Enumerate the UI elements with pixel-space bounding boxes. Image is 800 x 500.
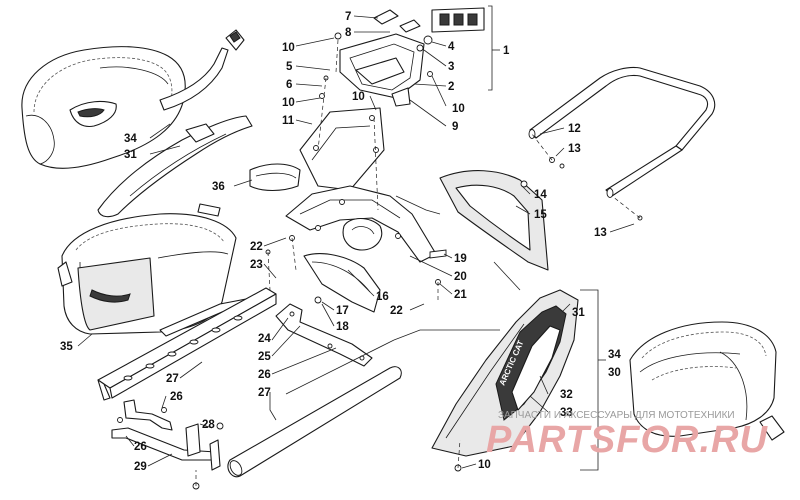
callout-24: 24 <box>258 333 271 345</box>
callout-2: 2 <box>448 81 454 93</box>
callout-13: 13 <box>568 143 581 155</box>
callout-34: 34 <box>124 133 137 145</box>
callout-22: 22 <box>390 305 403 317</box>
callout-23: 23 <box>250 259 263 271</box>
callout-8: 8 <box>345 27 352 39</box>
callout-36: 36 <box>212 181 225 193</box>
callout-28: 28 <box>202 419 215 431</box>
callout-27: 27 <box>258 387 271 399</box>
callout-19: 19 <box>454 253 467 265</box>
callout-18: 18 <box>336 321 349 333</box>
lower-bracket <box>111 399 224 490</box>
callout-26: 26 <box>258 369 271 381</box>
grab-bar <box>528 66 716 221</box>
callout-31: 31 <box>124 149 137 161</box>
mud-flap-piece <box>249 163 301 192</box>
callout-10: 10 <box>282 42 295 54</box>
rear-fender <box>265 185 447 313</box>
callout-7: 7 <box>345 11 351 23</box>
mounting-rail-left <box>97 287 277 401</box>
callout-26: 26 <box>134 441 147 453</box>
callout-34: 34 <box>608 349 621 361</box>
callout-26: 26 <box>170 391 183 403</box>
callout-14: 14 <box>534 189 547 201</box>
assembly-lines <box>195 39 641 486</box>
mounting-rail-right <box>227 366 402 478</box>
callout-10: 10 <box>352 91 365 103</box>
callout-13: 13 <box>594 227 607 239</box>
callout-29: 29 <box>134 461 147 473</box>
left-upper-side-panel <box>97 115 253 218</box>
watermark-caption: ЗАПЧАСТИ И АКСЕССУАРЫ ДЛЯ МОТОТЕХНИКИ <box>498 410 735 421</box>
right-lower-side-panel: ARCTIC CAT <box>431 289 579 472</box>
callout-4: 4 <box>448 41 455 53</box>
watermark-logo: PARTSFOR.RU <box>486 419 768 461</box>
callout-30: 30 <box>608 367 621 379</box>
callout-33: 33 <box>560 407 573 419</box>
watermark: ЗАПЧАСТИ И АКСЕССУАРЫ ДЛЯ МОТОТЕХНИКИ PA… <box>486 410 768 461</box>
taillight-housing <box>319 7 485 107</box>
callout-32: 32 <box>560 389 573 401</box>
bracket-lines <box>488 5 606 471</box>
callout-35: 35 <box>60 341 73 353</box>
leader-lines <box>77 15 635 469</box>
callout-10: 10 <box>452 103 465 115</box>
callout-5: 5 <box>286 61 293 73</box>
callout-10: 10 <box>478 459 491 471</box>
callout-17: 17 <box>336 305 349 317</box>
callout-25: 25 <box>258 351 271 363</box>
callout-labels: 7 8 10 5 6 10 10 11 4 3 2 10 9 1 12 13 1… <box>60 11 621 473</box>
right-saddlebag <box>629 321 785 441</box>
callout-27: 27 <box>166 373 179 385</box>
callout-10: 10 <box>282 97 295 109</box>
callout-22: 22 <box>250 241 263 253</box>
callout-12: 12 <box>568 123 581 135</box>
callout-11: 11 <box>282 115 295 127</box>
callout-20: 20 <box>454 271 467 283</box>
callout-31: 31 <box>572 307 585 319</box>
callout-6: 6 <box>286 79 292 91</box>
center-bracket <box>299 107 385 191</box>
callout-15: 15 <box>534 209 547 221</box>
callout-21: 21 <box>454 289 467 301</box>
left-upper-saddlebag <box>21 29 245 169</box>
callout-1: 1 <box>503 45 510 57</box>
callout-16: 16 <box>376 291 389 303</box>
callout-9: 9 <box>452 121 458 133</box>
right-side-panel <box>439 170 549 271</box>
mount-bracket-25 <box>275 303 373 367</box>
callout-3: 3 <box>448 61 454 73</box>
